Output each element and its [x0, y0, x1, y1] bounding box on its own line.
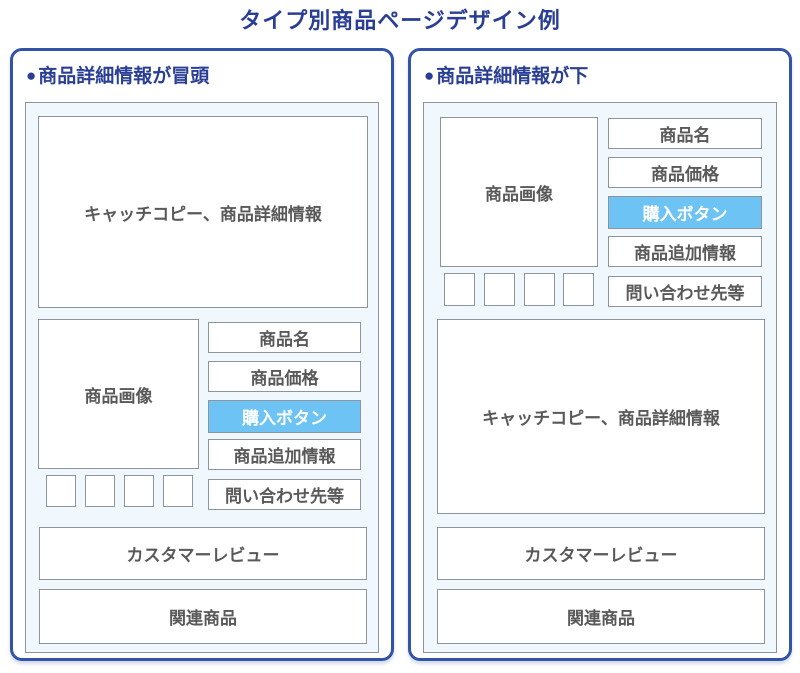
product-price-block: 商品価格: [208, 361, 361, 392]
related-products-block: 関連商品: [437, 589, 765, 644]
panel-detail-last: ●商品詳細情報が下 商品画像 商品名 商品価格 購入ボタン 商品追加情報 問い合…: [408, 48, 792, 661]
page-title: タイプ別商品ページデザイン例: [239, 8, 561, 33]
thumbnail-box: [444, 273, 475, 306]
customer-review-block: カスタマーレビュー: [437, 527, 765, 580]
product-name-block: 商品名: [608, 118, 762, 149]
thumbnail-box: [163, 475, 193, 507]
additional-info-block: 商品追加情報: [208, 439, 361, 470]
thumbnail-box: [484, 273, 515, 306]
panel-header-label: 商品詳細情報が下: [436, 66, 589, 87]
contact-block: 問い合わせ先等: [608, 276, 762, 307]
bullet-icon: ●: [26, 66, 37, 85]
customer-review-block: カスタマーレビュー: [39, 527, 367, 580]
panel-detail-first: ●商品詳細情報が冒頭 キャッチコピー、商品詳細情報 商品画像 商品名 商品価格 …: [10, 48, 394, 661]
related-products-block: 関連商品: [39, 589, 367, 644]
product-name-block: 商品名: [208, 322, 361, 353]
buy-button-block: 購入ボタン: [208, 400, 361, 433]
catch-copy-block: キャッチコピー、商品詳細情報: [38, 116, 368, 308]
thumbnail-box: [85, 475, 115, 507]
panel-detail-last-header: ●商品詳細情報が下: [424, 61, 780, 88]
panel-header-label: 商品詳細情報が冒頭: [38, 66, 210, 87]
thumbnail-box: [46, 475, 76, 507]
additional-info-block: 商品追加情報: [608, 236, 762, 267]
buy-button-block: 購入ボタン: [608, 196, 762, 229]
product-price-block: 商品価格: [608, 157, 762, 188]
thumbnail-box: [563, 273, 594, 306]
catch-copy-block: キャッチコピー、商品詳細情報: [437, 319, 765, 514]
product-image-block: 商品画像: [440, 117, 598, 267]
contact-block: 問い合わせ先等: [208, 479, 361, 510]
bullet-icon: ●: [424, 66, 435, 85]
wireframe-page-detail-first: キャッチコピー、商品詳細情報 商品画像 商品名 商品価格 購入ボタン 商品追加情…: [25, 102, 379, 653]
product-image-block: 商品画像: [38, 319, 199, 469]
thumbnail-box: [124, 475, 154, 507]
panel-detail-first-header: ●商品詳細情報が冒頭: [26, 61, 382, 88]
wireframe-page-detail-last: 商品画像 商品名 商品価格 購入ボタン 商品追加情報 問い合わせ先等 キャッチコ…: [423, 102, 777, 653]
thumbnail-box: [524, 273, 555, 306]
